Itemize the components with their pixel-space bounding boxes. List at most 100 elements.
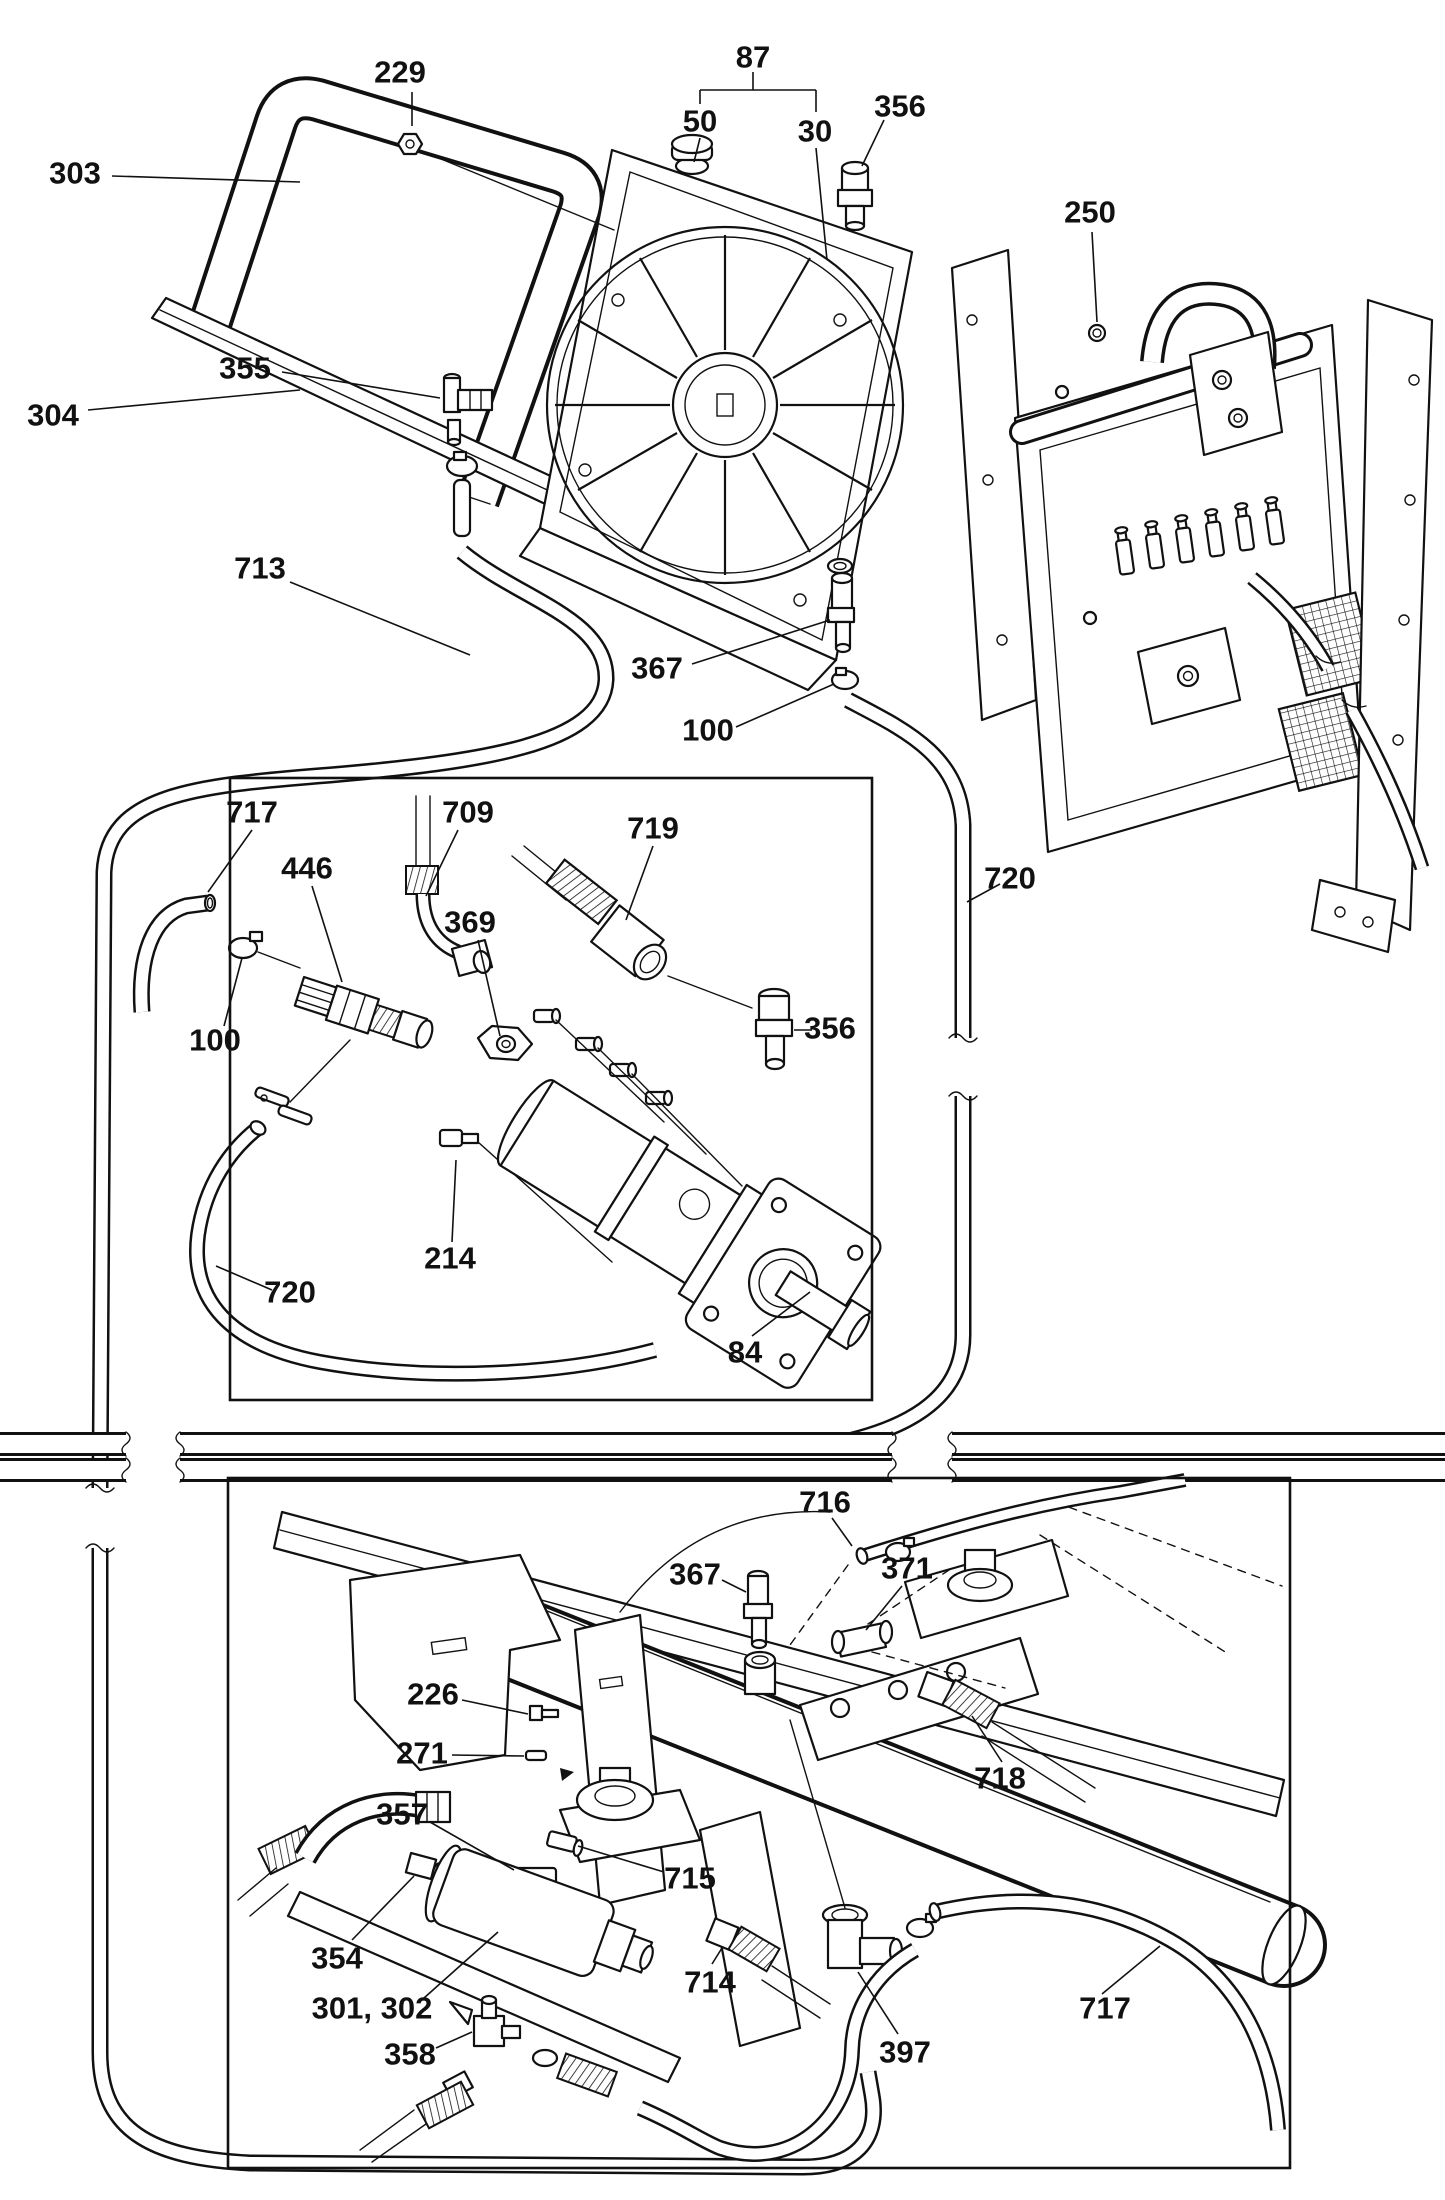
leader-250 — [1091, 231, 1098, 323]
leader-367 — [691, 619, 831, 665]
lift-handle — [1140, 281, 1284, 457]
part-label-718: 718 — [974, 1761, 1026, 1796]
hose-720-mid — [189, 1120, 658, 1382]
part-label-719: 719 — [627, 811, 679, 846]
part-label-355: 355 — [219, 351, 271, 386]
part-label-250: 250 — [1064, 195, 1116, 230]
leader-304 — [87, 389, 301, 411]
part-label-720: 720 — [984, 861, 1036, 896]
leader-367 — [721, 1579, 747, 1593]
part-label-226: 226 — [407, 1677, 459, 1712]
leader-719 — [625, 845, 654, 921]
leader-lines — [87, 92, 1161, 2049]
hose-clamp-100-mid — [227, 930, 301, 969]
part-label-356: 356 — [804, 1011, 856, 1046]
fan-blades — [555, 235, 895, 575]
fan-guard-frame-303 — [187, 76, 604, 508]
hose-coupling-719 — [511, 845, 753, 1009]
elbow-fitting-356-top — [836, 160, 874, 232]
barb-fitting-446 — [293, 975, 434, 1049]
leader-357 — [429, 1821, 515, 1871]
hex-coupler-369 — [476, 1024, 534, 1062]
filter-canister-301-302 — [424, 1844, 654, 1977]
leader-369 — [477, 939, 501, 1037]
part-label-371: 371 — [881, 1551, 933, 1586]
fitting-714 — [705, 1917, 831, 2019]
hose-713 — [85, 545, 882, 2176]
part-label-357: 357 — [376, 1797, 428, 1832]
drain-valve-358 — [359, 1994, 619, 2163]
fitting-718 — [917, 1670, 1096, 1803]
pump-inset-content — [132, 795, 882, 1389]
radiator-cap-50 — [670, 133, 714, 176]
leader-84 — [751, 1291, 811, 1337]
leader-718 — [971, 1715, 1003, 1763]
leader-371 — [865, 1585, 903, 1631]
part-label-100: 100 — [189, 1023, 241, 1058]
part-label-709: 709 — [442, 795, 494, 830]
leader-214 — [451, 1159, 457, 1243]
part-label-214: 214 — [424, 1241, 476, 1276]
part-label-716: 716 — [799, 1485, 851, 1520]
part-label-713: 713 — [234, 551, 286, 586]
radiator-fan-assembly-87 — [396, 72, 914, 692]
leader-354 — [351, 1875, 415, 1941]
part-label-50: 50 — [683, 104, 717, 139]
part-label-715: 715 — [664, 1861, 716, 1896]
mount-frame-assembly — [950, 248, 1434, 954]
part-label-301-302: 301, 302 — [312, 1991, 433, 2026]
elbow-fitting-356-mid — [754, 987, 794, 1071]
port-plugs — [532, 1007, 743, 1187]
hydraulic-pump-84 — [496, 1079, 882, 1389]
hose-717-stub — [132, 893, 217, 1013]
leader-226 — [461, 1699, 529, 1715]
leader-397 — [857, 1971, 899, 2035]
leader-714 — [711, 1947, 723, 1965]
part-label-271: 271 — [396, 1736, 448, 1771]
leader-446 — [311, 885, 343, 983]
part-label-100: 100 — [682, 713, 734, 748]
leader-358 — [435, 2031, 473, 2049]
outlet-elbow-367-top — [826, 557, 856, 654]
leader-303 — [111, 175, 301, 183]
part-label-356: 356 — [874, 89, 926, 124]
part-label-717: 717 — [226, 795, 278, 830]
part-label-367: 367 — [669, 1557, 721, 1592]
leader-717 — [207, 829, 253, 893]
screw-229 — [396, 132, 615, 231]
part-label-446: 446 — [281, 851, 333, 886]
leader-716 — [831, 1517, 853, 1547]
leader-100 — [223, 957, 243, 1027]
hose-717-long-run — [0, 1431, 1445, 1483]
part-label-714: 714 — [684, 1965, 736, 2000]
rubber-mount-a — [558, 1766, 702, 1864]
leader-301-302 — [423, 1931, 499, 1999]
part-label-358: 358 — [384, 2037, 436, 2072]
leader-713 — [289, 581, 471, 656]
chassis-inset-content — [237, 1473, 1327, 2163]
part-label-87: 87 — [736, 40, 770, 75]
part-label-304: 304 — [27, 398, 79, 433]
inset-borders — [226, 776, 1292, 2170]
fitting-371 — [830, 1567, 1006, 1689]
hinge-bracket — [1136, 626, 1242, 726]
leader-356 — [861, 119, 885, 167]
leader-100 — [735, 683, 835, 728]
leader-709 — [425, 829, 459, 897]
valve-bank — [1114, 496, 1286, 576]
hose-717-bottom — [636, 1893, 1286, 2162]
part-label-720: 720 — [264, 1275, 316, 1310]
part-label-84: 84 — [728, 1335, 763, 1370]
drain-elbow-355 — [442, 372, 494, 538]
part-label-369: 369 — [444, 905, 496, 940]
hose-716-upper-run — [1247, 572, 1430, 871]
leader-720 — [215, 1265, 273, 1291]
rubber-mount-b — [903, 1538, 1070, 1640]
bolt-226 — [528, 1704, 560, 1722]
hose-716 — [789, 1473, 1187, 1646]
retainer-clips — [254, 1086, 313, 1126]
nut-250 — [1087, 323, 1107, 343]
part-label-397: 397 — [879, 2035, 931, 2070]
